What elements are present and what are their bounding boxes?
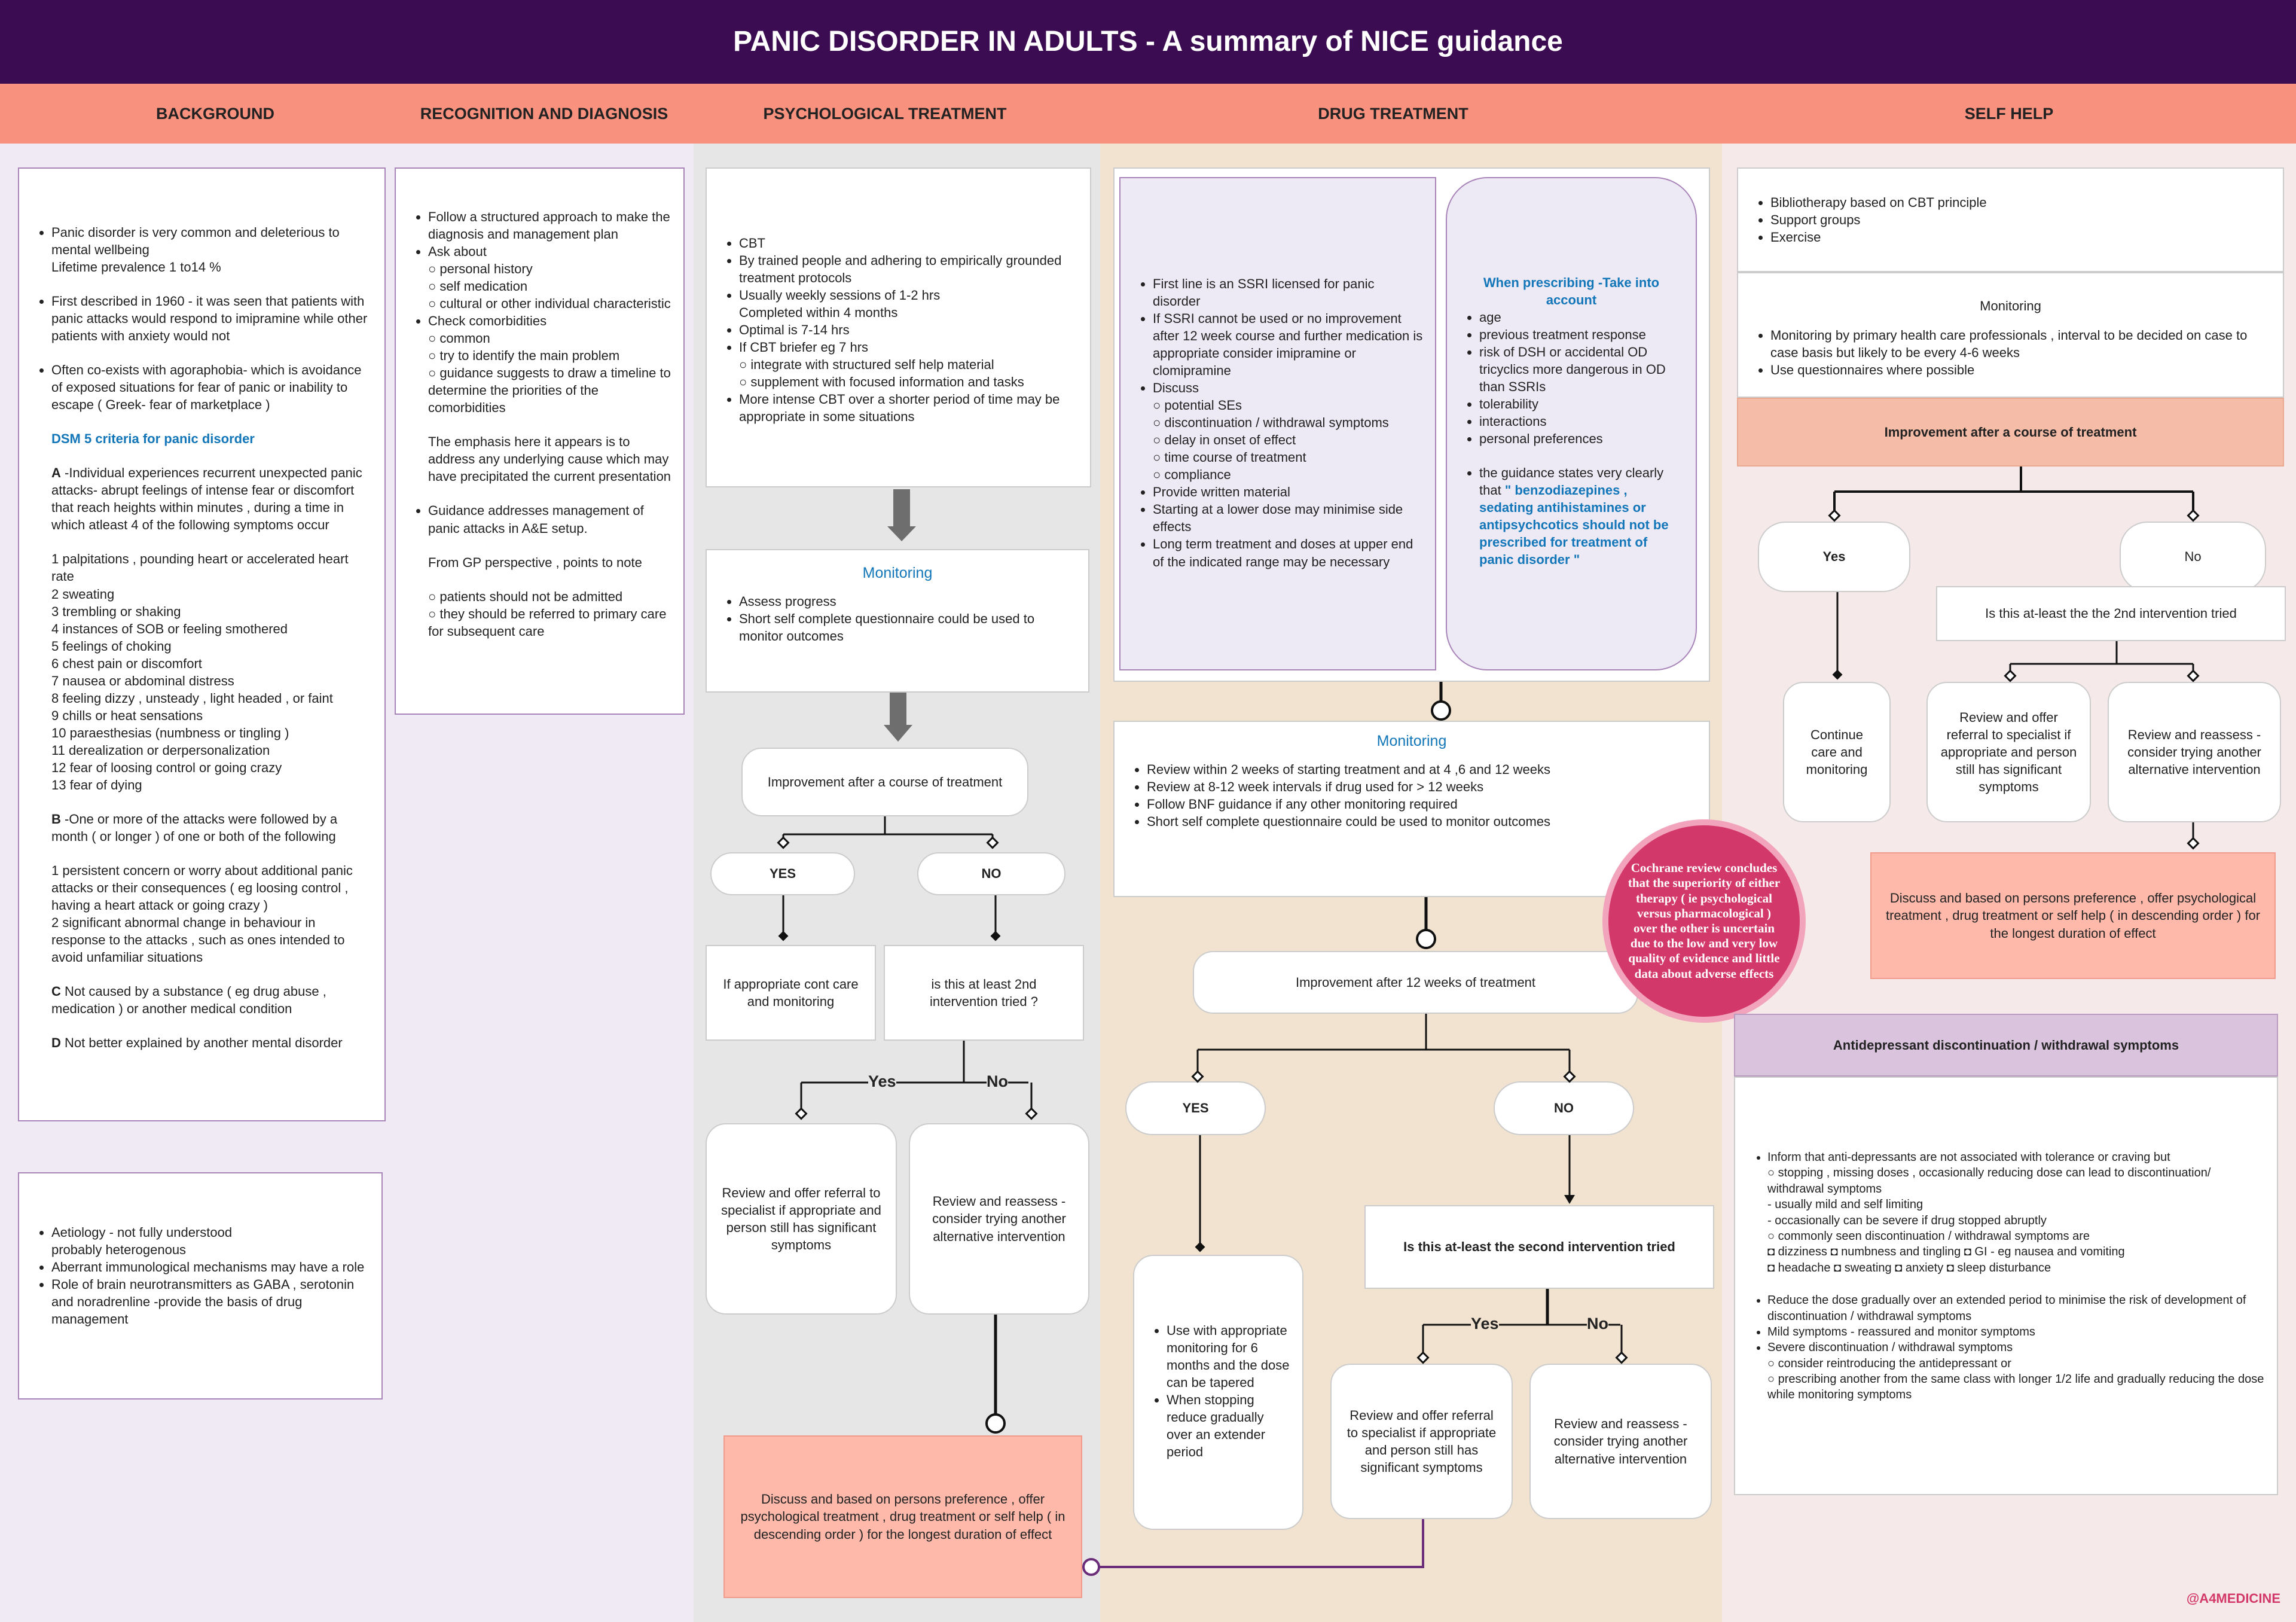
aetiology-box: Aetiology - not fully understoodprobably… — [18, 1172, 383, 1400]
psych-yes-node: YES — [710, 852, 855, 895]
drug-review-refer-node: Review and offer referral to specialist … — [1330, 1364, 1513, 1519]
psych-no-label: No — [987, 1072, 1008, 1090]
psych-second-node: is this at least 2nd intervention tried … — [884, 945, 1084, 1041]
ad-title: Antidepressant discontinuation / withdra… — [1734, 1014, 2278, 1077]
drug-main-box: First line is an SSRI licensed for panic… — [1119, 177, 1436, 670]
selfhelp-improvement-node: Improvement after a course of treatment — [1737, 398, 2284, 467]
selfhelp-box: Bibliotherapy based on CBT principle Sup… — [1737, 167, 2284, 272]
psych-improvement-node: Improvement after a course of treatment — [741, 748, 1028, 816]
ad-box: Inform that anti-depressants are not ass… — [1734, 1077, 2278, 1495]
psych-cont-care-node: If appropriate cont care and monitoring — [706, 945, 876, 1041]
psych-monitoring-title: Monitoring — [862, 565, 933, 581]
background-box: Panic disorder is very common and delete… — [18, 167, 386, 1121]
selfhelp-continue-node: Continue care and monitoring — [1783, 682, 1891, 822]
psych-monitoring-box: Monitoring Assess progress Short self co… — [706, 549, 1089, 693]
drug-prescribing-box: When prescribing -Take into account age … — [1446, 177, 1697, 670]
cbt-box: CBT By trained people and adhering to em… — [706, 167, 1091, 487]
prescribing-title: When prescribing -Take into account — [1483, 275, 1660, 308]
footer-credit: @A4MEDICINE — [2186, 1591, 2280, 1606]
recognition-box: Follow a structured approach to make the… — [395, 167, 685, 715]
header-psychological: PSYCHOLOGICAL TREATMENT — [763, 105, 1007, 123]
selfhelp-review-refer-node: Review and offer referral to specialist … — [1926, 682, 2091, 822]
drug-yes-node: YES — [1125, 1081, 1266, 1135]
selfhelp-monitoring-box: Monitoring Monitoring by primary health … — [1737, 272, 2284, 398]
criteria-d: D Not better explained by another mental… — [51, 1035, 343, 1051]
cochrane-badge: Cochrane review concludes that the super… — [1602, 819, 1806, 1023]
page-title: PANIC DISORDER IN ADULTS - A summary of … — [0, 0, 2296, 84]
selfhelp-no-node: No — [2120, 522, 2266, 592]
drug-use-monitoring-node: Use with appropriate monitoring for 6 mo… — [1133, 1255, 1303, 1530]
header-recognition: RECOGNITION AND DIAGNOSIS — [420, 105, 668, 123]
psych-no-node: NO — [917, 852, 1065, 895]
header-bar — [0, 84, 2296, 144]
drug-monitoring-title: Monitoring — [1376, 733, 1447, 749]
symptom-list: 1 palpitations , pounding heart or accel… — [51, 551, 349, 792]
selfhelp-second-node: Is this at-least the the 2nd interventio… — [1936, 586, 2286, 641]
selfhelp-discuss-node: Discuss and based on persons preference … — [1870, 852, 2276, 979]
header-background: BACKGROUND — [156, 105, 274, 123]
criteria-a: A -Individual experiences recurrent unex… — [51, 465, 362, 533]
drug-no-label: No — [1587, 1315, 1608, 1333]
psych-discuss-node: Discuss and based on persons preference … — [723, 1435, 1082, 1598]
psych-review-refer-node: Review and offer referral to specialist … — [706, 1123, 897, 1315]
selfhelp-monitoring-title: Monitoring — [1980, 298, 2041, 313]
drug-no-node: NO — [1494, 1081, 1634, 1135]
drug-monitoring-box: Monitoring Review within 2 weeks of star… — [1113, 721, 1710, 897]
selfhelp-review-reassess-node: Review and reassess - consider trying an… — [2108, 682, 2281, 822]
drug-review-reassess-node: Review and reassess - consider trying an… — [1529, 1364, 1712, 1519]
drug-second-node: Is this at-least the second intervention… — [1364, 1205, 1714, 1289]
psych-review-reassess-node: Review and reassess - consider trying an… — [909, 1123, 1089, 1315]
drug-improvement-node: Improvement after 12 weeks of treatment — [1193, 951, 1638, 1014]
criteria-c: C Not caused by a substance ( eg drug ab… — [51, 984, 326, 1017]
selfhelp-yes-node: Yes — [1758, 522, 1910, 592]
drug-yes-label: Yes — [1471, 1315, 1499, 1333]
header-selfhelp: SELF HELP — [1964, 105, 2054, 123]
header-drug: DRUG TREATMENT — [1318, 105, 1468, 123]
psych-yes-label: Yes — [868, 1072, 896, 1090]
criteria-b: B -One or more of the attacks were follo… — [51, 811, 338, 844]
dsm-title: DSM 5 criteria for panic disorder — [51, 431, 255, 447]
